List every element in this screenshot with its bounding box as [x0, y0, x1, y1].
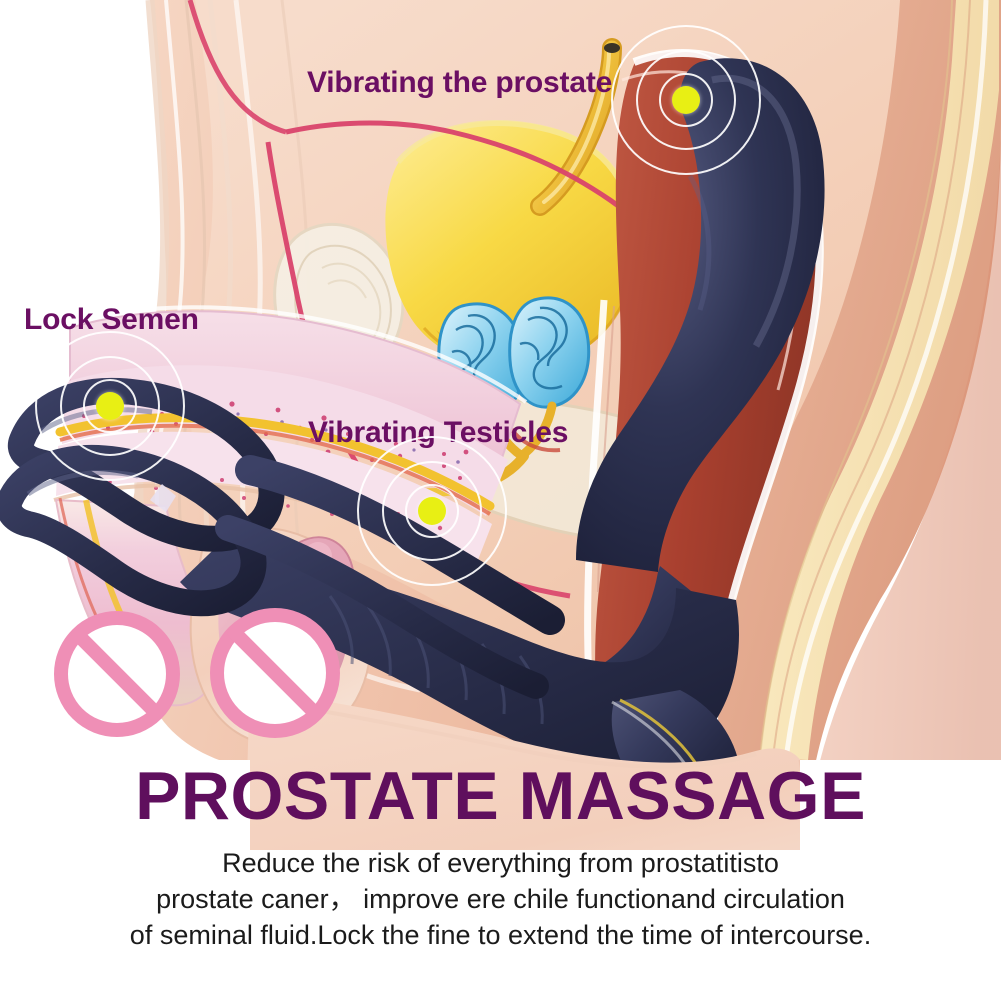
pulse-ring-outer	[611, 25, 761, 175]
urethra-tube	[530, 38, 622, 216]
pulse-ring-middle	[382, 461, 482, 561]
pulse-ring-middle	[60, 356, 160, 456]
caption-line-1: Reduce the risk of everything from prost…	[222, 848, 779, 878]
headline-title: PROSTATE MASSAGE	[135, 758, 866, 834]
pulse-dot-icon	[96, 392, 124, 420]
pulse-ring-inner	[83, 379, 137, 433]
caption-line-3: of seminal fluid.Lock the fine to extend…	[129, 919, 872, 950]
callout-label-vibrating-prostate: Vibrating the prostate	[307, 66, 613, 99]
caption-line-2: prostate caner， improve ere chile functi…	[156, 883, 845, 914]
callout-label-lock-semen: Lock Semen	[24, 303, 199, 336]
pulse-dot-icon	[418, 497, 446, 525]
censor-prohibition-icon-right	[210, 608, 340, 738]
pulse-ring-inner	[659, 73, 713, 127]
prohibition-slash	[68, 625, 166, 723]
pulse-ring-outer	[35, 331, 185, 481]
prohibition-slash	[224, 622, 326, 724]
caption-block: PROSTATE MASSAGE Reduce the risk of ever…	[0, 762, 1001, 954]
censor-prohibition-icon-left	[54, 611, 180, 737]
pulse-dot-icon	[672, 86, 700, 114]
pulse-ring-outer	[357, 436, 507, 586]
pulse-ring-middle	[636, 50, 736, 150]
pulse-ring-inner	[405, 484, 459, 538]
